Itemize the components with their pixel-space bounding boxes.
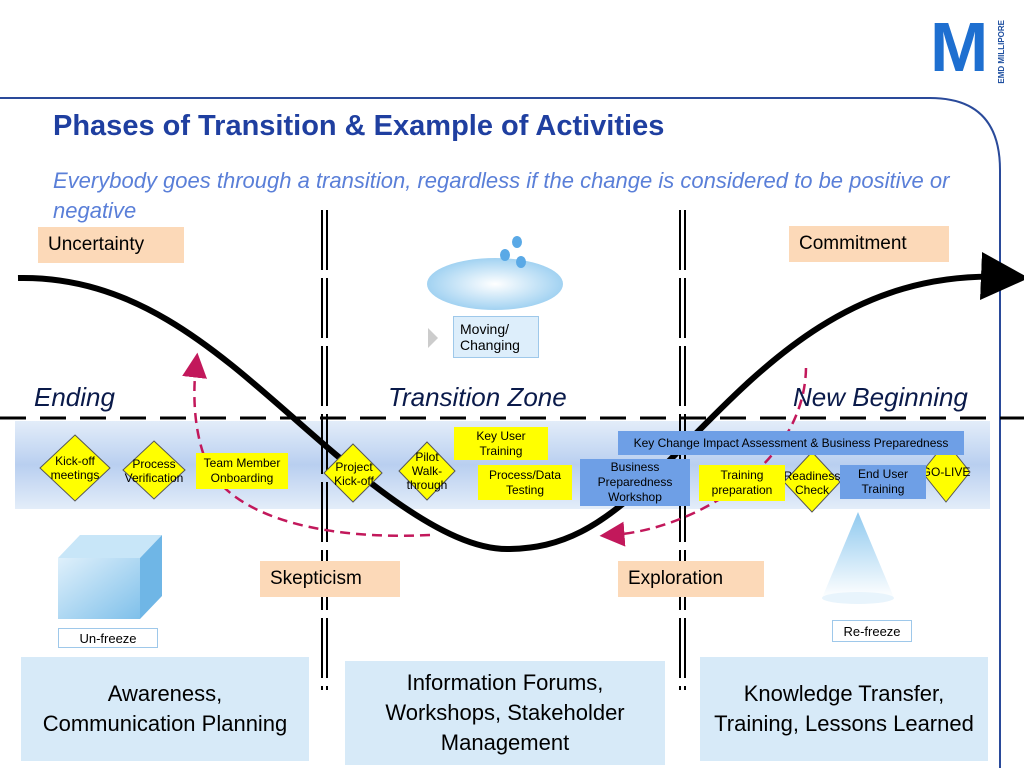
activity-end-user-training: End User Training: [840, 465, 926, 499]
stage-unfreeze: Un-freeze: [58, 628, 158, 648]
activity-readiness: Readiness Check: [783, 469, 841, 497]
activity-golive: GO-LIVE: [921, 465, 971, 479]
activity-process-data-testing: Process/Data Testing: [478, 465, 572, 500]
activity-key-user-training: Key User Training: [454, 427, 548, 460]
activity-kickoff: Kick-off meetings: [50, 454, 100, 482]
bottom-box-awareness: Awareness, Communication Planning: [21, 657, 309, 761]
diamond-golive: [921, 441, 971, 503]
bottom-box-knowledge: Knowledge Transfer, Training, Lessons Le…: [700, 657, 988, 761]
bottom-box-information: Information Forums, Workshops, Stakehold…: [345, 661, 665, 765]
diamond-project-kickoff: [323, 443, 383, 503]
diamond-pilot: [398, 441, 456, 501]
frame-line: [0, 97, 1001, 768]
activity-project-kickoff: Project Kick-off: [334, 460, 374, 488]
diamond-process-verification: [122, 440, 186, 500]
transition-curve: [17, 252, 1024, 553]
state-exploration: Exploration: [618, 561, 764, 597]
activity-key-change-impact: Key Change Impact Assessment & Business …: [618, 431, 964, 455]
page-title: Phases of Transition & Example of Activi…: [53, 110, 665, 142]
phase-ending: Ending: [34, 382, 115, 412]
phase-new-beginning: New Beginning: [793, 382, 968, 412]
phase-transition-zone: Transition Zone: [388, 382, 567, 412]
state-uncertainty: Uncertainty: [38, 227, 184, 263]
activity-business-preparedness-workshop: Business Preparedness Workshop: [580, 459, 690, 506]
stage-moving: Moving/ Changing: [453, 316, 539, 358]
stage-refreeze: Re-freeze: [832, 620, 912, 642]
unfreeze-cube: [58, 535, 162, 619]
logo-text: EMD MILLIPORE: [997, 20, 1006, 84]
activity-training-prep: Training preparation: [699, 465, 785, 501]
page-subtitle: Everybody goes through a transition, reg…: [53, 168, 950, 223]
activity-process-verification: Process Verification: [124, 457, 184, 485]
refreeze-cone: [822, 512, 894, 604]
moving-ellipse: [427, 258, 563, 310]
pink-arrow-left: [182, 352, 431, 537]
logo-mark: M: [930, 8, 989, 86]
diamond-readiness: [783, 451, 841, 513]
activity-team-onboarding: Team Member Onboarding: [196, 453, 288, 489]
state-skepticism: Skepticism: [260, 561, 400, 597]
diamond-kickoff: [39, 434, 111, 502]
activity-pilot: Pilot Walk-through: [406, 450, 448, 492]
state-commitment: Commitment: [789, 226, 949, 262]
